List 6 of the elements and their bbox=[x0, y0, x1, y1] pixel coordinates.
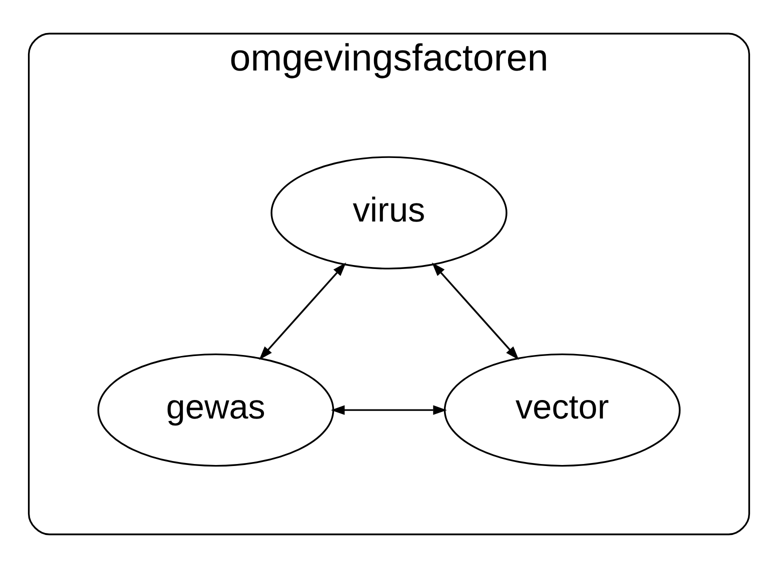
node-ellipse: virus bbox=[270, 156, 508, 269]
node-ellipse: gewas bbox=[97, 352, 334, 466]
arrow bbox=[330, 404, 447, 414]
arrow bbox=[259, 262, 346, 360]
arrow bbox=[432, 262, 519, 360]
node-ellipse: vector bbox=[444, 352, 681, 466]
